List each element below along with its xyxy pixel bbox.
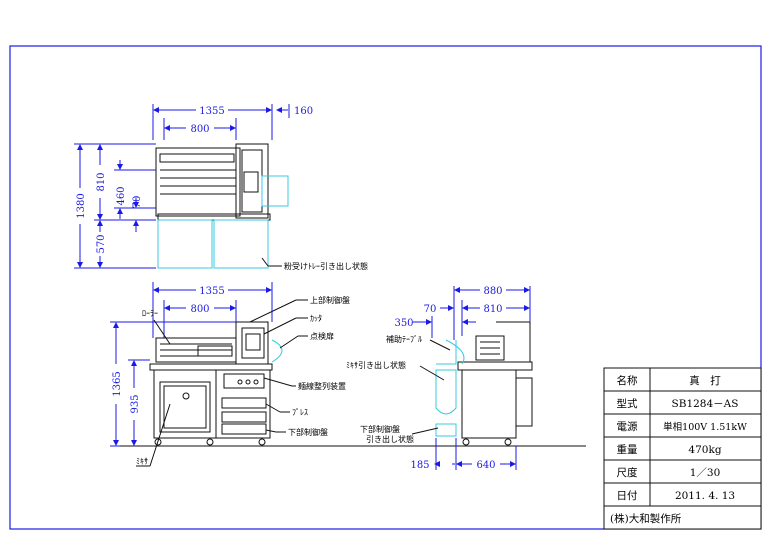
label-lower-panel-drawn-1: 下部制御盤 bbox=[360, 424, 400, 434]
label-roller: ﾛｰﾗｰ bbox=[142, 309, 158, 318]
label-aux-table: 補助ﾃｰﾌﾞﾙ bbox=[386, 334, 422, 344]
dim-side-aux-width: 350 bbox=[394, 318, 413, 329]
dim-top-height-small: 70 bbox=[132, 196, 143, 209]
title-value-weight: 470kg bbox=[688, 444, 721, 456]
label-press: ﾌﾟﾚｽ bbox=[292, 408, 308, 417]
drawing-border bbox=[9, 45, 762, 530]
top-view-hidden-box bbox=[261, 175, 289, 207]
side-view: 880 810 70 350 185 640 補助ﾃｰﾌﾞﾙ ﾐｷｻ引き出し状態… bbox=[346, 286, 533, 471]
label-upper-panel: 上部制御盤 bbox=[310, 295, 350, 305]
front-view: 1355 800 1365 935 ﾛｰﾗｰ 上部制御盤 ｶｯﾀ 点検扉 麺線整… bbox=[110, 282, 586, 467]
dim-top-width-inner: 800 bbox=[190, 124, 209, 135]
top-view-body-right bbox=[235, 143, 269, 219]
dim-front-height-total: 1365 bbox=[112, 371, 123, 396]
title-value-date: 2011. 4. 13 bbox=[675, 490, 735, 502]
top-view-body-left bbox=[155, 147, 241, 217]
top-view-roller bbox=[159, 153, 235, 163]
dim-side-bottom-right: 640 bbox=[476, 460, 495, 471]
title-value-name: 真 打 bbox=[689, 374, 721, 387]
label-mixer-drawn: ﾐｷｻ引き出し状態 bbox=[346, 360, 406, 370]
label-mixer: ﾐｷｻ bbox=[136, 457, 148, 466]
front-view-press bbox=[221, 397, 267, 409]
title-value-scale: 1／30 bbox=[690, 467, 721, 479]
aux-table-outline bbox=[436, 340, 457, 365]
label-tray-drawn: 粉受けﾄﾚｰ引き出し状態 bbox=[284, 261, 368, 271]
tray-drawn-right bbox=[213, 219, 269, 269]
lower-panel-drawn-outline bbox=[435, 423, 457, 437]
title-key-weight: 重量 bbox=[617, 443, 638, 456]
dim-top-height-lower: 570 bbox=[96, 234, 107, 253]
side-view-cabinet bbox=[461, 369, 517, 439]
top-view: 1355 160 800 1380 810 570 460 70 粉受けﾄﾚｰ引… bbox=[74, 104, 368, 271]
mixer-drawn-outline bbox=[435, 369, 457, 415]
label-lower-panel-drawn-2: 引き出し状態 bbox=[366, 434, 414, 444]
dim-side-width-total: 880 bbox=[483, 286, 502, 297]
title-value-power: 単相100V 1.51kW bbox=[663, 421, 747, 433]
inspection-door-arc bbox=[271, 339, 283, 363]
title-key-model: 型式 bbox=[617, 397, 638, 410]
front-view-mixer bbox=[159, 381, 211, 433]
front-view-cabinet bbox=[153, 369, 271, 439]
dim-side-offset-small: 70 bbox=[424, 304, 437, 315]
tray-drawn-left bbox=[157, 219, 213, 269]
dim-top-height-upper: 810 bbox=[96, 172, 107, 191]
dim-side-width-right: 810 bbox=[483, 304, 502, 315]
side-view-upper-body bbox=[496, 321, 531, 363]
label-arrangement: 麺線整列装置 bbox=[298, 381, 346, 391]
title-value-model: SB1284－AS bbox=[672, 398, 739, 410]
front-view-lower-panel bbox=[221, 423, 267, 435]
title-key-scale: 尺度 bbox=[617, 466, 638, 479]
dim-front-height-lower: 935 bbox=[130, 394, 141, 413]
title-key-name: 名称 bbox=[617, 374, 638, 387]
title-key-power: 電源 bbox=[617, 420, 638, 433]
dim-top-height-mid: 460 bbox=[116, 186, 127, 205]
dim-side-bottom-left: 185 bbox=[410, 460, 429, 471]
cutter-block bbox=[245, 333, 261, 351]
label-inspection-door: 点検扉 bbox=[310, 331, 334, 341]
title-company: (株)大和製作所 bbox=[610, 512, 682, 525]
title-key-date: 日付 bbox=[617, 489, 638, 502]
label-lower-panel: 下部制御盤 bbox=[288, 427, 328, 437]
label-cutter: ｶｯﾀ bbox=[310, 314, 322, 323]
dim-top-height-total: 1380 bbox=[76, 193, 87, 218]
dim-top-width-total: 1355 bbox=[199, 106, 224, 117]
dim-front-width-total: 1355 bbox=[199, 286, 224, 297]
title-block: 名称 真 打 型式 SB1284－AS 電源 単相100V 1.51kW 重量 … bbox=[603, 367, 762, 530]
dim-top-width-right: 160 bbox=[294, 106, 313, 117]
dim-front-width-inner: 800 bbox=[190, 304, 209, 315]
